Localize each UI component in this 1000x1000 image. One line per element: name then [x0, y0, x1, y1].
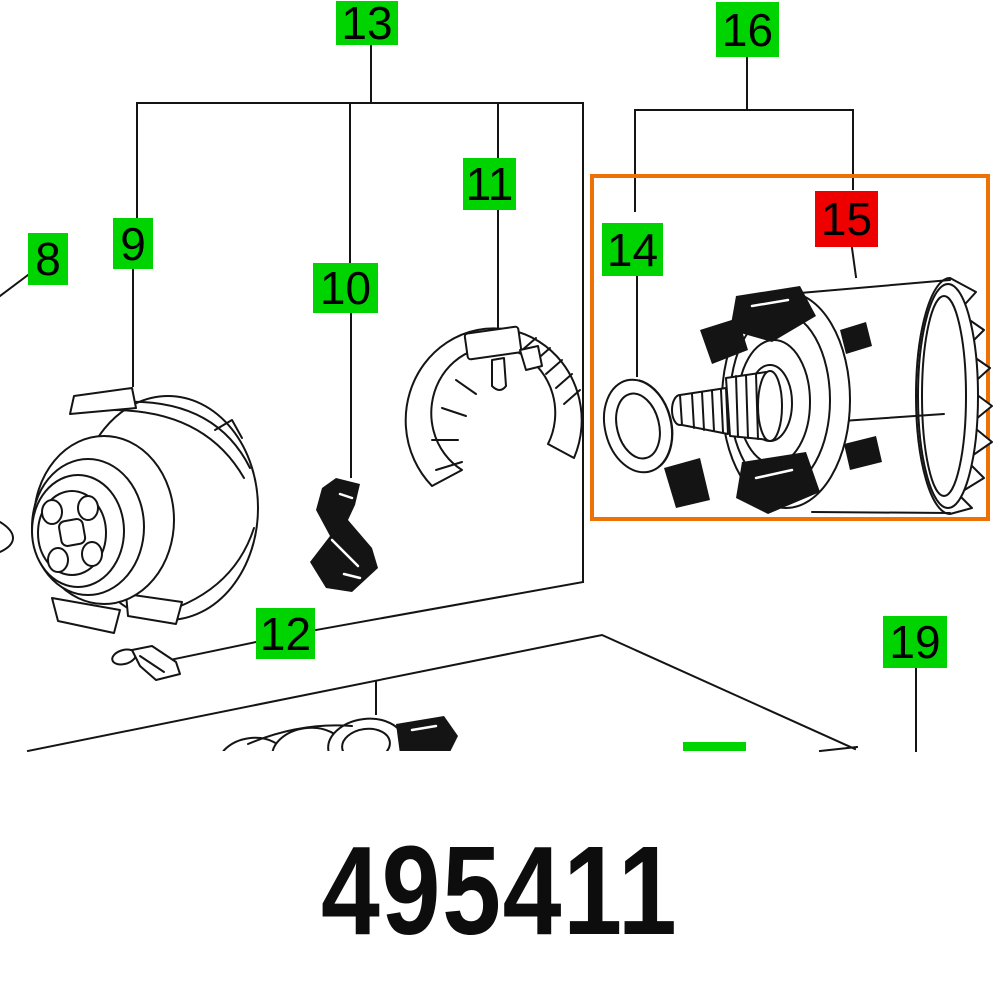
- callout-label-15: 15: [820, 193, 873, 245]
- callout-label-8: 8: [35, 233, 61, 285]
- callout-box-15-selected[interactable]: 15: [815, 191, 878, 247]
- callout-box-10[interactable]: 10: [313, 263, 378, 313]
- callout-label-14: 14: [606, 223, 659, 276]
- exploded-diagram-canvas: [0, 44, 993, 760]
- part-drawing-14[interactable]: [595, 372, 682, 479]
- callout-box-9[interactable]: 9: [113, 218, 153, 269]
- part-number-text: 495411: [321, 820, 679, 961]
- callout-label-16: 16: [721, 3, 774, 56]
- part-drawing-11[interactable]: [404, 325, 583, 487]
- part-drawing-12[interactable]: [111, 645, 181, 681]
- callout-box-12[interactable]: 12: [256, 608, 315, 659]
- selection-highlight-box: [590, 174, 990, 521]
- part-drawing-15[interactable]: [664, 277, 993, 515]
- part-number-title: 495411: [0, 818, 1000, 963]
- callout-box-clipped[interactable]: [683, 742, 746, 751]
- callout-label-12: 12: [259, 608, 312, 659]
- callout-box-16[interactable]: 16: [716, 2, 779, 57]
- callout-label-9: 9: [120, 218, 146, 269]
- callout-label-11: 11: [465, 158, 514, 210]
- part-drawing-9[interactable]: [31, 387, 259, 634]
- callout-box-19[interactable]: 19: [883, 616, 947, 668]
- callout-label-10: 10: [319, 263, 372, 313]
- callout-box-11[interactable]: 11: [463, 158, 516, 210]
- callout-box-8[interactable]: 8: [28, 233, 68, 285]
- callout-label-19: 19: [889, 616, 941, 668]
- leader-lines: [0, 44, 917, 753]
- callout-box-14[interactable]: 14: [602, 223, 663, 276]
- part-fragment-left-edge: [0, 521, 14, 553]
- part-drawing-lower-assembly[interactable]: [215, 714, 458, 760]
- callout-box-13[interactable]: 13: [336, 1, 398, 45]
- callout-label-13: 13: [341, 1, 393, 45]
- part-drawing-10[interactable]: [310, 478, 378, 592]
